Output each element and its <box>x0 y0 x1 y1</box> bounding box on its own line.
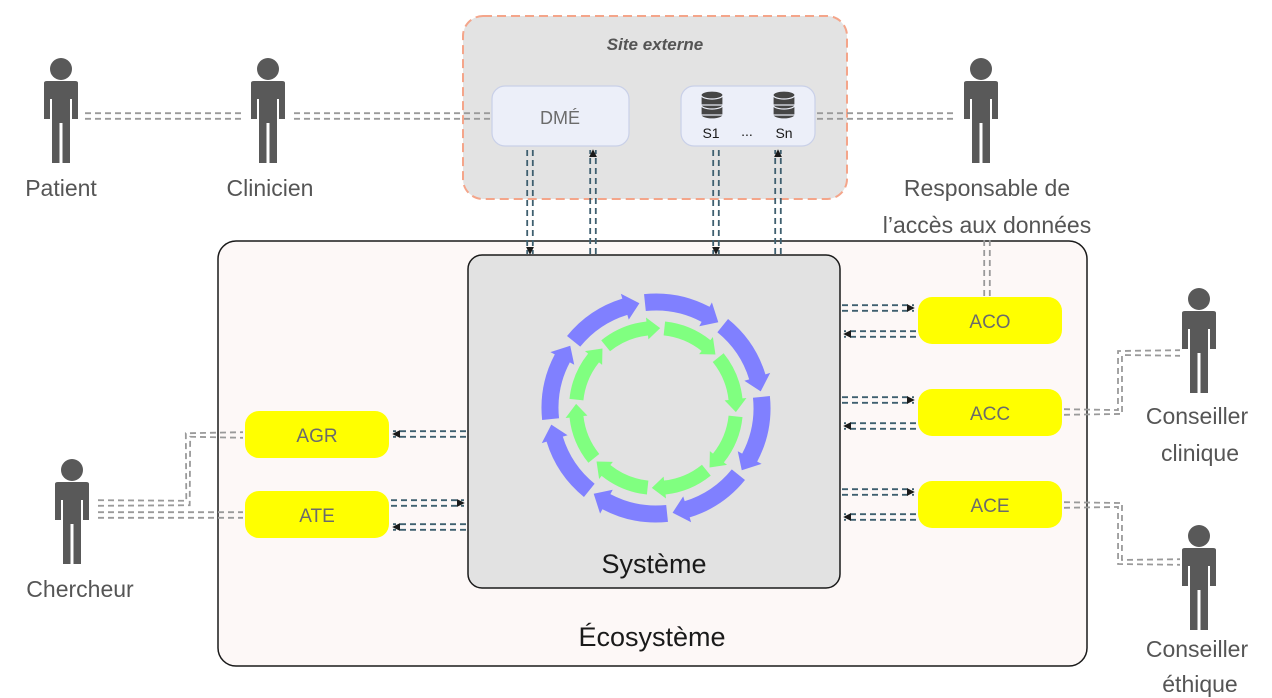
dme-box[interactable] <box>491 85 630 147</box>
sources-to-system-connector <box>712 150 720 255</box>
patient-person-icon <box>44 58 78 163</box>
system-to-dme-connector <box>589 149 597 254</box>
outer-cycle-arrow <box>672 469 745 523</box>
ace-to-system-connector <box>843 513 916 521</box>
inner-cycle-arrow <box>596 461 649 495</box>
inner-cycle-arrow <box>651 464 711 499</box>
source-last-label: Sn <box>775 125 792 141</box>
agr-agent-box[interactable] <box>245 411 389 458</box>
researcher-ate-connector <box>98 511 243 519</box>
system-to-agr-connector <box>392 430 466 438</box>
acc-agent-box[interactable] <box>918 389 1062 436</box>
database-icon <box>700 90 724 120</box>
ethics-advisor-label-line1: Conseiller <box>1146 636 1249 662</box>
inner-cycle-arrow <box>712 353 747 413</box>
ethics-advisor-label-line2: éthique <box>1162 671 1237 697</box>
researcher-label: Chercheur <box>26 576 134 602</box>
source-first-label: S1 <box>702 125 719 141</box>
ate-agent-label: ATE <box>299 506 335 527</box>
data-officer-label-line1: Responsable de <box>904 175 1070 201</box>
inner-cycle-arrow <box>569 348 603 401</box>
acc-agent-label: ACC <box>970 404 1010 425</box>
database-icon <box>772 90 796 120</box>
external-site-title: Site externe <box>607 35 703 54</box>
acc-clinical-advisor-connector <box>1063 349 1181 416</box>
dme-label: DMÉ <box>540 108 580 128</box>
outer-cycle-arrow <box>737 396 771 471</box>
outer-cycle-arrow <box>567 293 640 347</box>
outer-cycle-arrow <box>644 293 719 327</box>
clinical-advisor-label-line2: clinique <box>1161 440 1239 466</box>
ate-to-system-connector <box>391 499 465 507</box>
source-ellipsis: ... <box>741 123 753 139</box>
clinical-advisor-label-line1: Conseiller <box>1146 403 1249 429</box>
inner-cycle-arrows <box>565 317 747 499</box>
clinician-person-icon <box>251 58 285 163</box>
ethics-advisor-person-icon <box>1182 525 1216 630</box>
data-officer-person-icon <box>964 58 998 163</box>
aco-agent-label: ACO <box>969 312 1010 333</box>
inner-cycle-arrow <box>663 321 716 355</box>
clinical-advisor-person-icon <box>1182 288 1216 393</box>
acc-to-system-connector <box>843 422 916 430</box>
system-to-sources-connector <box>774 149 782 254</box>
ace-agent-label: ACE <box>970 496 1009 517</box>
inner-cycle-arrow <box>601 317 661 352</box>
system-to-ace-connector <box>842 488 915 496</box>
system-box <box>467 254 841 589</box>
outer-cycle-arrow <box>593 489 668 523</box>
ace-agent-box[interactable] <box>918 481 1062 528</box>
patient-clinician-connector <box>85 112 245 120</box>
external-site-box <box>462 15 848 200</box>
system-label: Système <box>601 549 706 579</box>
system-to-aco-connector <box>842 304 915 312</box>
agr-agent-label: AGR <box>296 426 337 447</box>
system-to-ate-connector <box>392 523 466 531</box>
system-to-acc-connector <box>842 396 915 404</box>
researcher-person-icon <box>55 459 89 564</box>
patient-label: Patient <box>25 175 97 201</box>
aco-to-system-connector <box>843 330 916 338</box>
sources-officer-connector <box>817 112 957 120</box>
researcher-agr-connector <box>97 431 244 507</box>
data-officer-label-line2: l’accès aux données <box>883 212 1091 238</box>
aco-agent-box[interactable] <box>918 297 1062 344</box>
outer-cycle-arrow <box>717 319 771 392</box>
inner-cycle-arrow <box>565 403 600 463</box>
dme-to-system-connector <box>526 150 534 255</box>
clinician-label: Clinicien <box>227 175 314 201</box>
outer-cycle-arrow <box>541 345 575 420</box>
inner-cycle-arrow <box>709 415 743 468</box>
outer-cycle-arrow <box>541 424 595 497</box>
connector-lines <box>85 112 1181 566</box>
ecosystem-label: Écosystème <box>578 622 725 652</box>
outer-cycle-arrows <box>541 293 771 523</box>
ate-agent-box[interactable] <box>245 491 389 538</box>
ace-ethics-advisor-connector <box>1063 501 1181 566</box>
clinician-dme-connector <box>294 112 490 120</box>
